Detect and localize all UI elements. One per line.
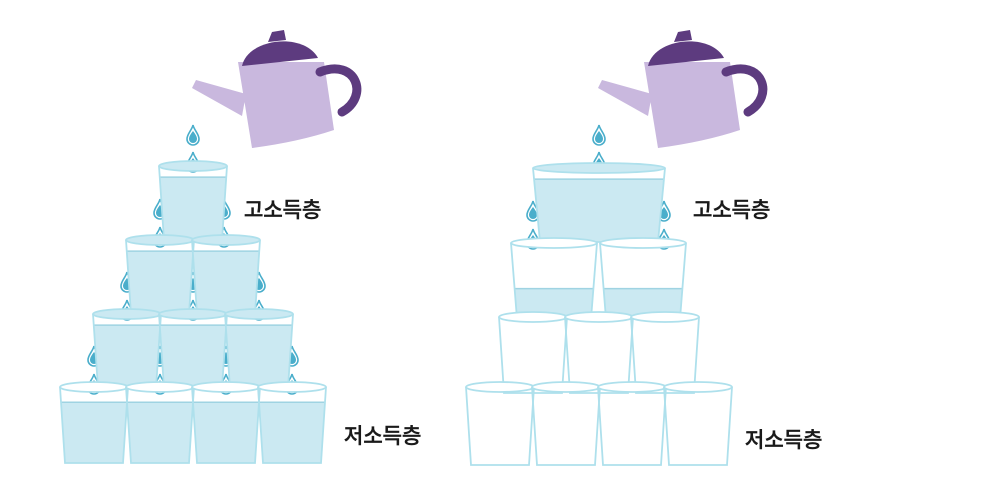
cup-rim (125, 234, 195, 246)
water-fill (192, 251, 260, 314)
cup-rim (191, 381, 261, 393)
water-fill (225, 325, 293, 388)
cup-rim (564, 311, 634, 323)
cup-rim (465, 381, 535, 393)
left-top-label: 고소득층 (244, 198, 322, 222)
cup-outline (191, 386, 261, 464)
cup-rim (531, 381, 601, 393)
cup-rim (59, 381, 129, 393)
water-fill (193, 402, 259, 463)
cup (498, 311, 568, 394)
teapot-spout (192, 80, 246, 116)
water-fill (93, 325, 161, 388)
cup-rim (663, 381, 733, 393)
right-bottom-label: 저소득층 (745, 428, 823, 452)
teapot-lid (648, 41, 724, 66)
teapot-lid (242, 41, 318, 66)
cup-outline (125, 386, 195, 464)
teapot-icon (598, 30, 768, 148)
right-pyramid-panel (465, 30, 768, 466)
cup (532, 162, 666, 243)
cup (599, 237, 687, 320)
teapot-spout (598, 80, 652, 116)
right-top-label: 고소득층 (693, 198, 771, 222)
cup-rim (597, 381, 667, 393)
cup-rim (224, 308, 294, 320)
cup-outline (465, 386, 535, 466)
cup (125, 381, 195, 464)
cup-outline (597, 386, 667, 466)
left-bottom-label: 저소득층 (344, 424, 422, 448)
cup-rim (158, 160, 228, 172)
cup (158, 308, 228, 389)
cup (465, 381, 535, 466)
cup (224, 308, 294, 389)
cup-rim (257, 381, 327, 393)
left-cup-pyramid (59, 160, 327, 464)
teapot-handle (721, 64, 768, 117)
cup (597, 381, 667, 466)
teapot-icon (192, 30, 362, 148)
teapot-handle (315, 64, 362, 117)
cup-rim (125, 381, 195, 393)
water-fill (126, 251, 194, 314)
cup (191, 381, 261, 464)
cup-rim (532, 162, 666, 174)
cup-outline (532, 167, 666, 243)
cup (510, 237, 598, 320)
right-cup-pyramid (465, 162, 733, 466)
cup-rim (498, 311, 568, 323)
teapot-body (644, 62, 740, 148)
teapot-knob (674, 30, 692, 42)
cup (191, 234, 261, 315)
left-pyramid-panel (59, 30, 362, 464)
cup-rim (630, 311, 700, 323)
teapot-knob (268, 30, 286, 42)
cup (92, 308, 162, 389)
cup-rim (158, 308, 228, 320)
cup-rim (191, 234, 261, 246)
cup-rim (510, 237, 598, 249)
water-fill (259, 402, 325, 463)
cup-outline (257, 386, 327, 464)
water-fill (534, 179, 664, 242)
cup (663, 381, 733, 466)
water-fill (127, 402, 193, 463)
cup (630, 311, 700, 394)
cup (531, 381, 601, 466)
teapot-body (238, 62, 334, 148)
water-fill (159, 325, 227, 388)
water-fill (159, 177, 227, 240)
cup-outline (531, 386, 601, 466)
cup (158, 160, 228, 241)
cup-outline (663, 386, 733, 466)
cup-rim (92, 308, 162, 320)
cup-rim (599, 237, 687, 249)
cup-outline (59, 386, 129, 464)
cup (564, 311, 634, 394)
cup (257, 381, 327, 464)
water-fill (61, 402, 127, 463)
